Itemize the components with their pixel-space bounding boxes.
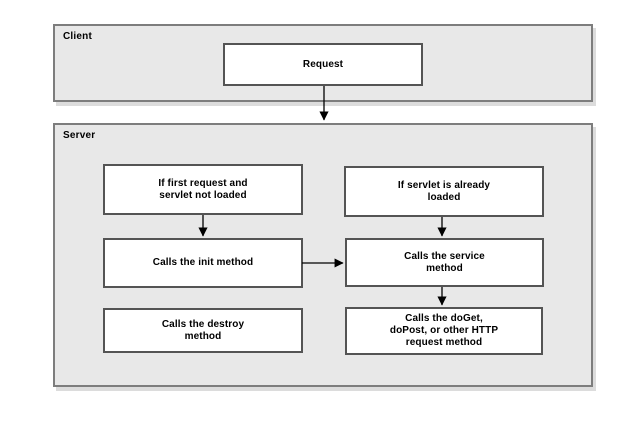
node-already-loaded: If servlet is already loaded (344, 166, 544, 217)
node-init: Calls the init method (103, 238, 303, 288)
node-init-label: Calls the init method (152, 257, 254, 268)
client-group-label: Client (63, 31, 92, 42)
client-group: Client Request (53, 24, 593, 102)
node-destroy: Calls the destroy method (103, 308, 303, 353)
node-doget-label: Calls the doGet, doPost, or other HTTP r… (389, 313, 499, 348)
server-group: Server If first request and servlet not … (53, 123, 593, 387)
server-group-label: Server (63, 130, 96, 141)
node-first-request-label: If first request and servlet not loaded (158, 177, 248, 201)
node-destroy-label: Calls the destroy method (161, 318, 245, 342)
node-first-request: If first request and servlet not loaded (103, 164, 303, 215)
node-service: Calls the service method (345, 238, 544, 287)
request-node-label: Request (302, 58, 344, 70)
node-doget: Calls the doGet, doPost, or other HTTP r… (345, 307, 543, 355)
request-node: Request (223, 43, 423, 86)
node-service-label: Calls the service method (404, 250, 485, 274)
node-already-loaded-label: If servlet is already loaded (397, 179, 491, 203)
